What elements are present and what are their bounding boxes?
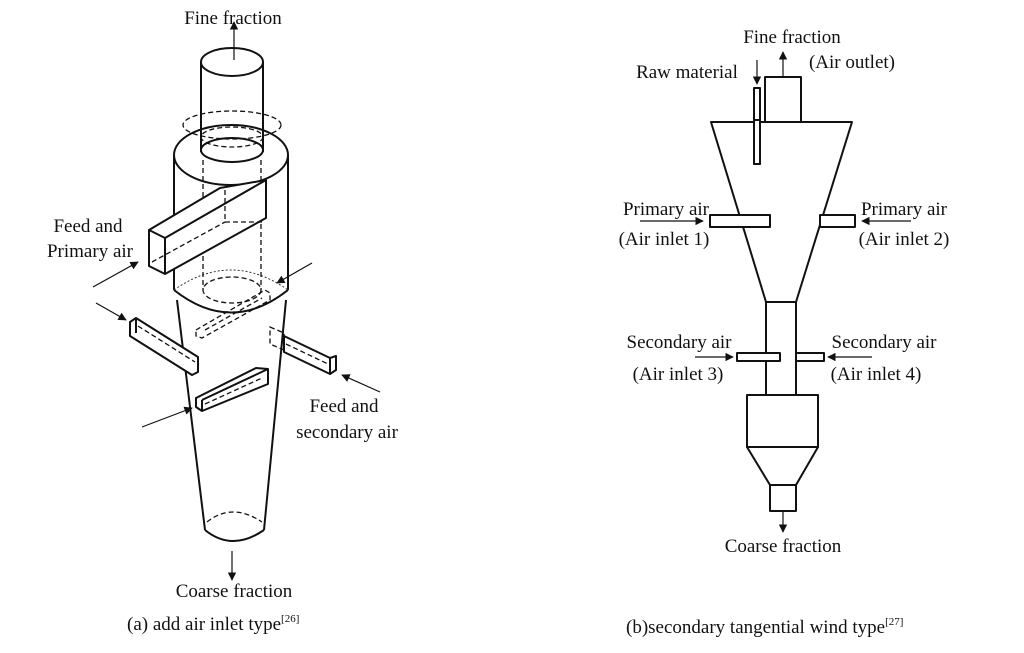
figure-a-cyclone-add-air-inlet: Fine fraction Feed and Primary air Feed … — [47, 8, 399, 635]
secondary-inlet-back — [195, 289, 271, 339]
collector-cone — [746, 446, 819, 486]
caption-a: (a) add air inlet type[26] — [127, 613, 299, 635]
label-secondary-air-right: Secondary air — [832, 332, 938, 353]
collector-box — [746, 394, 819, 448]
caption-b: (b)secondary tangential wind type[27] — [626, 616, 903, 638]
left-inlet-arrow — [95, 302, 127, 321]
primary-air-arrow — [92, 261, 139, 288]
air-inlet-1 — [709, 214, 771, 228]
air-inlet-4 — [795, 352, 825, 362]
label-air-inlet-3: (Air inlet 3) — [633, 364, 724, 385]
label-air-outlet: (Air outlet) — [809, 52, 895, 73]
label-primary-air-right: Primary air — [861, 199, 948, 220]
air-inlet-3 — [736, 352, 781, 362]
fine-fraction-outlet-pipe — [182, 47, 282, 304]
discharge-box — [769, 484, 797, 512]
label-feed-secondary-line1: Feed and — [309, 396, 379, 417]
caption-b-text: (b)secondary tangential wind type — [626, 617, 885, 638]
label-primary-air-left: Primary air — [623, 199, 710, 220]
air-outlet-box — [764, 76, 802, 123]
label-fine-fraction: Fine fraction — [184, 8, 282, 29]
front-inlet-arrow — [141, 406, 193, 428]
back-inlet-arrow — [276, 262, 313, 284]
label-feed-secondary-line2: secondary air — [296, 422, 398, 443]
figure-b-secondary-tangential-wind: Fine fraction (Air outlet) Raw material … — [619, 27, 950, 638]
label-air-inlet-4: (Air inlet 4) — [831, 364, 922, 385]
right-inlet-arrow — [341, 374, 381, 393]
secondary-inlet-right — [269, 326, 337, 375]
secondary-inlet-front — [195, 367, 269, 412]
label-air-inlet-1: (Air inlet 1) — [619, 229, 710, 250]
label-raw-material: Raw material — [636, 62, 738, 83]
secondary-inlet-left — [129, 317, 199, 376]
caption-a-ref: [26] — [281, 613, 299, 625]
label-feed-primary-line1: Feed and — [53, 216, 123, 237]
label-feed-primary-line2: Primary air — [47, 241, 134, 262]
label-air-inlet-2: (Air inlet 2) — [859, 229, 950, 250]
caption-a-text: (a) add air inlet type — [127, 614, 281, 635]
label-coarse-fraction-b: Coarse fraction — [725, 536, 842, 557]
primary-feed-inlet — [148, 179, 267, 275]
upper-cone — [710, 121, 853, 303]
label-coarse-fraction: Coarse fraction — [176, 581, 293, 602]
label-secondary-air-left: Secondary air — [627, 332, 733, 353]
air-inlet-2 — [819, 214, 856, 228]
caption-b-ref: [27] — [885, 616, 903, 628]
label-fine-fraction-b: Fine fraction — [743, 27, 841, 48]
